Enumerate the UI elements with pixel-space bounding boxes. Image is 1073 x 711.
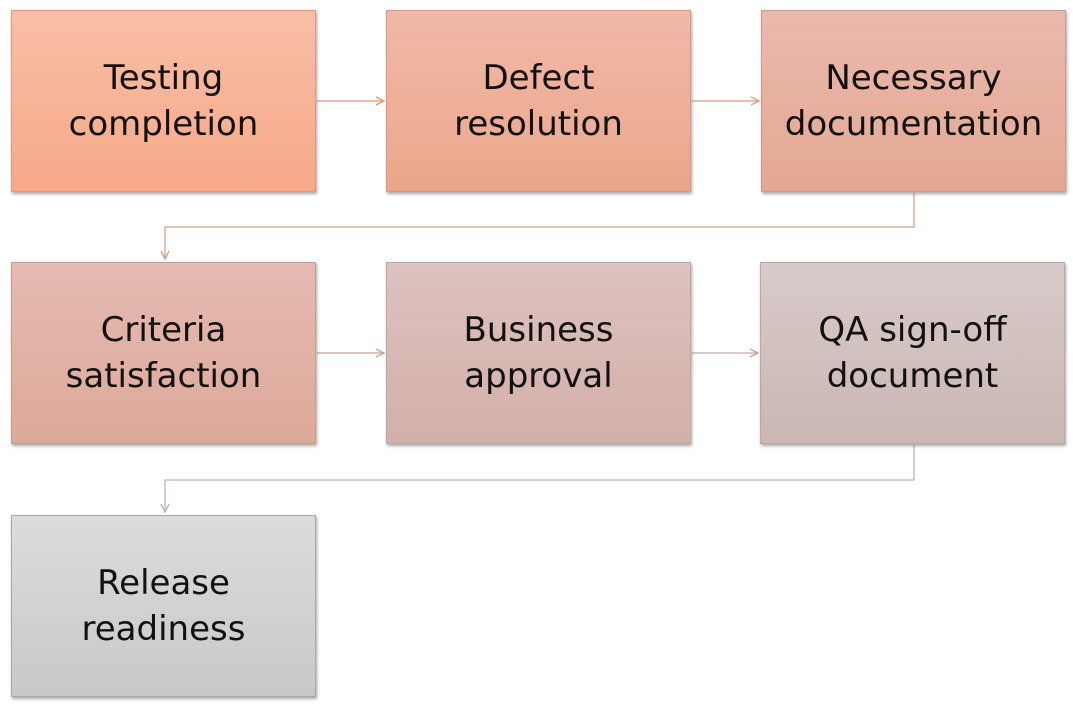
step-qa-sign-off-document: QA sign-off document <box>760 262 1065 444</box>
step-label: Defect resolution <box>454 58 623 144</box>
step-necessary-documentation: Necessary documentation <box>761 10 1066 192</box>
arrow-qa-to-release <box>165 445 915 512</box>
step-criteria-satisfaction: Criteria satisfaction <box>11 262 316 444</box>
step-label: Business approval <box>463 310 614 396</box>
step-label: Necessary documentation <box>784 58 1043 144</box>
step-label: Testing completion <box>68 58 259 144</box>
step-defect-resolution: Defect resolution <box>386 10 691 192</box>
step-release-readiness: Release readiness <box>11 515 316 697</box>
step-label: Release readiness <box>81 563 246 649</box>
step-label: Criteria satisfaction <box>65 310 262 396</box>
step-label: QA sign-off document <box>818 310 1007 396</box>
step-business-approval: Business approval <box>386 262 691 444</box>
step-testing-completion: Testing completion <box>11 10 316 192</box>
arrow-documentation-to-criteria <box>165 193 915 259</box>
